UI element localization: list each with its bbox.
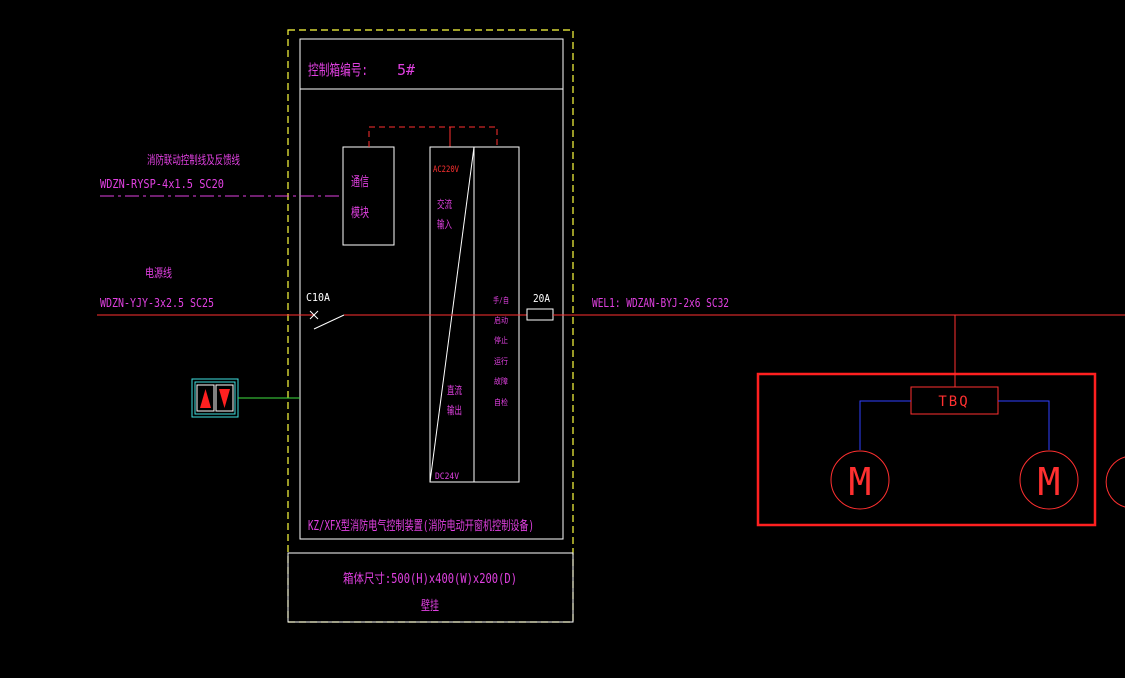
breaker-cross-2: [309, 310, 319, 320]
motor-wire-left: [859, 400, 911, 450]
indicator-label: 故障: [494, 376, 508, 386]
dc-output-label: DC24V: [435, 472, 460, 482]
dc-label-1: 直流: [447, 383, 462, 397]
load-enclosure: [756, 372, 1097, 527]
indicator-label: 手/自: [493, 295, 509, 305]
motor-partial-icon: [1105, 456, 1125, 508]
cabinet-dashed-border: [287, 29, 574, 623]
cabinet-inner-frame: [299, 38, 564, 540]
motor-right-label: M: [1038, 460, 1061, 504]
motor-right-icon: [1019, 450, 1079, 510]
up-down-switch-icon: [191, 378, 239, 418]
motor-left-label: M: [849, 460, 872, 504]
motor-wire-right: [998, 400, 1050, 450]
cabinet-footer-frame: [287, 552, 574, 623]
cabinet-mount: 壁挂: [421, 599, 439, 614]
device-name: KZ/XFX型消防电气控制装置(消防电动开窗机控制设备): [308, 518, 534, 534]
cabinet-title-label: 控制箱编号:: [308, 61, 368, 79]
power-line-cable: WDZN-YJY-3x2.5 SC25: [100, 296, 214, 310]
tbq-label: TBQ: [938, 394, 969, 410]
breaker-blade: [313, 314, 345, 330]
fuse-label: 20A: [533, 292, 550, 305]
comm-to-controller-link: [368, 126, 498, 147]
ac-input-label: AC220V: [433, 165, 459, 175]
motor-left-icon: [830, 450, 890, 510]
output-cable-label: WEL1: WDZAN-BYJ-2x6 SC32: [592, 296, 729, 310]
control-line-cable: WDZN-RYSP-4x1.5 SC20: [100, 177, 224, 191]
cabinet-title-number: 5#: [397, 61, 415, 79]
control-line-title: 消防联动控制线及反馈线: [147, 152, 240, 167]
indicator-label: 启动: [494, 315, 508, 325]
comm-module-label-2: 模块: [351, 206, 369, 221]
fuse-icon: [526, 308, 554, 321]
indicator-label: 自检: [494, 397, 508, 407]
indicator-label: 停止: [494, 335, 508, 345]
comm-module-label-1: 通信: [351, 175, 369, 190]
comm-module-box: [342, 146, 395, 246]
breaker-label: C10A: [306, 291, 330, 304]
indicator-label: 运行: [494, 356, 508, 366]
cabinet-size: 箱体尺寸:500(H)x400(W)x200(D): [343, 571, 517, 587]
power-line-title: 电源线: [145, 266, 172, 280]
ac-label-1: 交流: [437, 197, 452, 211]
ac-label-2: 输入: [437, 217, 452, 231]
dc-label-2: 输出: [447, 403, 462, 417]
